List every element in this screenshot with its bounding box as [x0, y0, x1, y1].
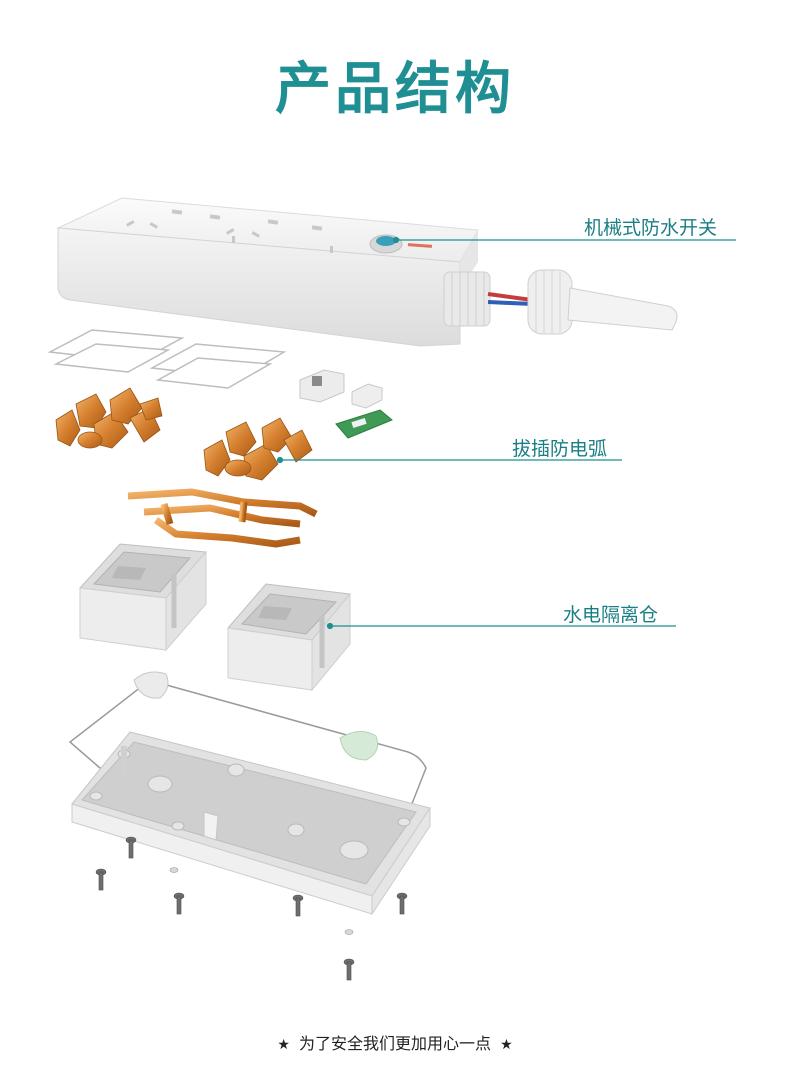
page-title: 产品结构 [275, 57, 515, 122]
socket-holes [126, 209, 333, 253]
isolation-compartment-left [78, 543, 208, 652]
screw [292, 894, 304, 917]
callout-line-switch [392, 236, 736, 244]
callout-label-isolation: 水电隔离仓 [563, 604, 659, 626]
screw [396, 892, 408, 915]
copper-contacts-left [55, 387, 163, 449]
safety-shutter-frames [47, 329, 287, 389]
callout-line-arc [276, 456, 622, 464]
copper-bus-bars [127, 488, 318, 548]
screw [173, 892, 185, 915]
callout-label-switch: 机械式防水开关 [584, 217, 718, 239]
callout-lines [276, 236, 736, 630]
callout-label-arc: 拔插防电弧 [512, 438, 608, 460]
star-icon: ★ [277, 1037, 290, 1053]
star-icon: ★ [500, 1037, 513, 1053]
copper-contacts-right [203, 417, 313, 481]
isolation-compartment-right [227, 583, 351, 692]
screw [343, 958, 355, 981]
screw [95, 868, 107, 891]
cable-gland [443, 269, 678, 335]
strip-top-cover [56, 197, 678, 347]
footer-text: 为了安全我们更加用心一点 [298, 1034, 491, 1053]
screw [125, 836, 137, 859]
callout-line-isolation [326, 622, 676, 630]
switch-parts [299, 369, 393, 439]
base-housing [71, 731, 431, 916]
screws [95, 836, 408, 981]
footer-slogan: ★ 为了安全我们更加用心一点 ★ [0, 1030, 790, 1054]
